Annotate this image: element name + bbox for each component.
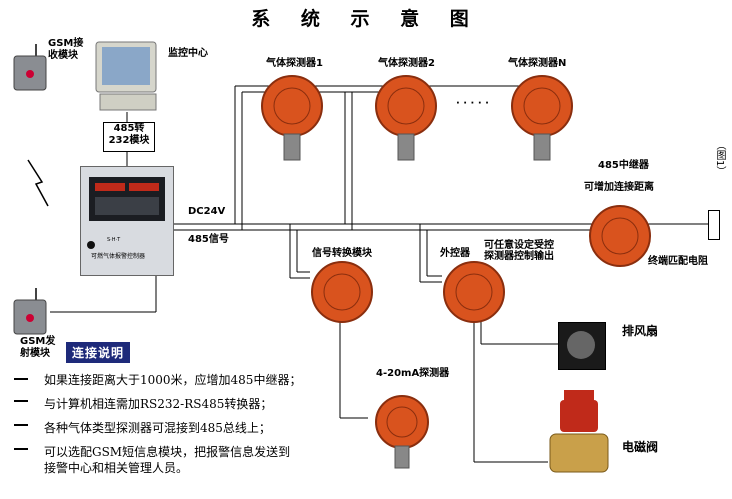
gsm-transmitter-icon — [13, 288, 47, 335]
monitor-center — [94, 40, 160, 116]
gas-detector-1 — [261, 75, 323, 161]
gas-detector-2 — [375, 75, 437, 161]
legend-bullet-1 — [14, 378, 28, 380]
detector-2-label: 气体探测器2 — [378, 58, 435, 69]
signal-module-label: 信号转换模块 — [312, 248, 372, 259]
external-controller-note: 可任意设定受控 探测器控制输出 — [484, 240, 554, 262]
legend-bullet-2 — [14, 400, 28, 402]
computer-monitor-icon — [95, 41, 157, 111]
controller-brand: 可燃气体报警控制器 — [91, 253, 146, 260]
detector-1-label: 气体探测器1 — [266, 58, 323, 69]
gsm-transmitter-label: GSM发 射模块 — [20, 336, 56, 359]
solenoid-valve-icon — [549, 390, 609, 473]
legend-note-4: 可以选配GSM短信息模块，把报警信息发送到 接警中心和相关管理人员。 — [44, 445, 291, 475]
ma-detector — [375, 395, 429, 469]
detector-ellipsis: · · · · · — [456, 98, 489, 109]
legend-note-2: 与计算机相连需加RS232-RS485转换器； — [44, 397, 273, 411]
gas-alarm-controller: S·H·T 可燃气体报警控制器 — [80, 166, 174, 276]
legend-note-1: 如果连接距离大于1000米，应增加485中继器； — [44, 373, 302, 387]
legend-title: 连接说明 — [66, 342, 131, 363]
figure-tag: （图1） — [714, 140, 725, 177]
ma-detector-label: 4-20mA探测器 — [376, 368, 450, 379]
repeater-485 — [589, 205, 651, 267]
controller-logo: S·H·T — [107, 237, 121, 243]
terminal-resistor-label: 终端匹配电阻 — [648, 256, 708, 267]
diagram-title: 系 统 示 意 图 — [251, 8, 481, 30]
detector-n-label: 气体探测器N — [508, 58, 567, 69]
dc24v-label: DC24V — [188, 206, 226, 217]
repeater-note: 可增加连接距离 — [584, 182, 654, 193]
monitor-center-label: 监控中心 — [168, 48, 208, 59]
legend-bullet-4 — [14, 448, 28, 450]
legend-bullet-3 — [14, 424, 28, 426]
fan-icon — [558, 322, 606, 370]
gsm-receiver-icon — [13, 44, 47, 91]
gsm-transmitter-module — [12, 286, 48, 340]
signal485-label: 485信号 — [188, 234, 229, 245]
gas-detector-n — [511, 75, 573, 161]
gsm-receiver-module — [12, 42, 48, 96]
legend-note-3: 各种气体类型探测器可混接到485总线上； — [44, 421, 271, 435]
signal-conversion-module — [311, 261, 373, 323]
fan-label: 排风扇 — [622, 324, 659, 338]
controller-display — [89, 177, 165, 221]
external-controller — [443, 261, 505, 323]
power-icon — [87, 241, 95, 249]
external-controller-label: 外控器 — [440, 248, 470, 259]
terminal-resistor-icon — [708, 210, 720, 240]
gsm-receiver-label: GSM接 收模块 — [48, 38, 84, 61]
repeater-label: 485中继器 — [598, 160, 649, 171]
valve-label: 电磁阀 — [622, 440, 659, 454]
converter-485-232: 485转 232模块 — [103, 122, 155, 152]
